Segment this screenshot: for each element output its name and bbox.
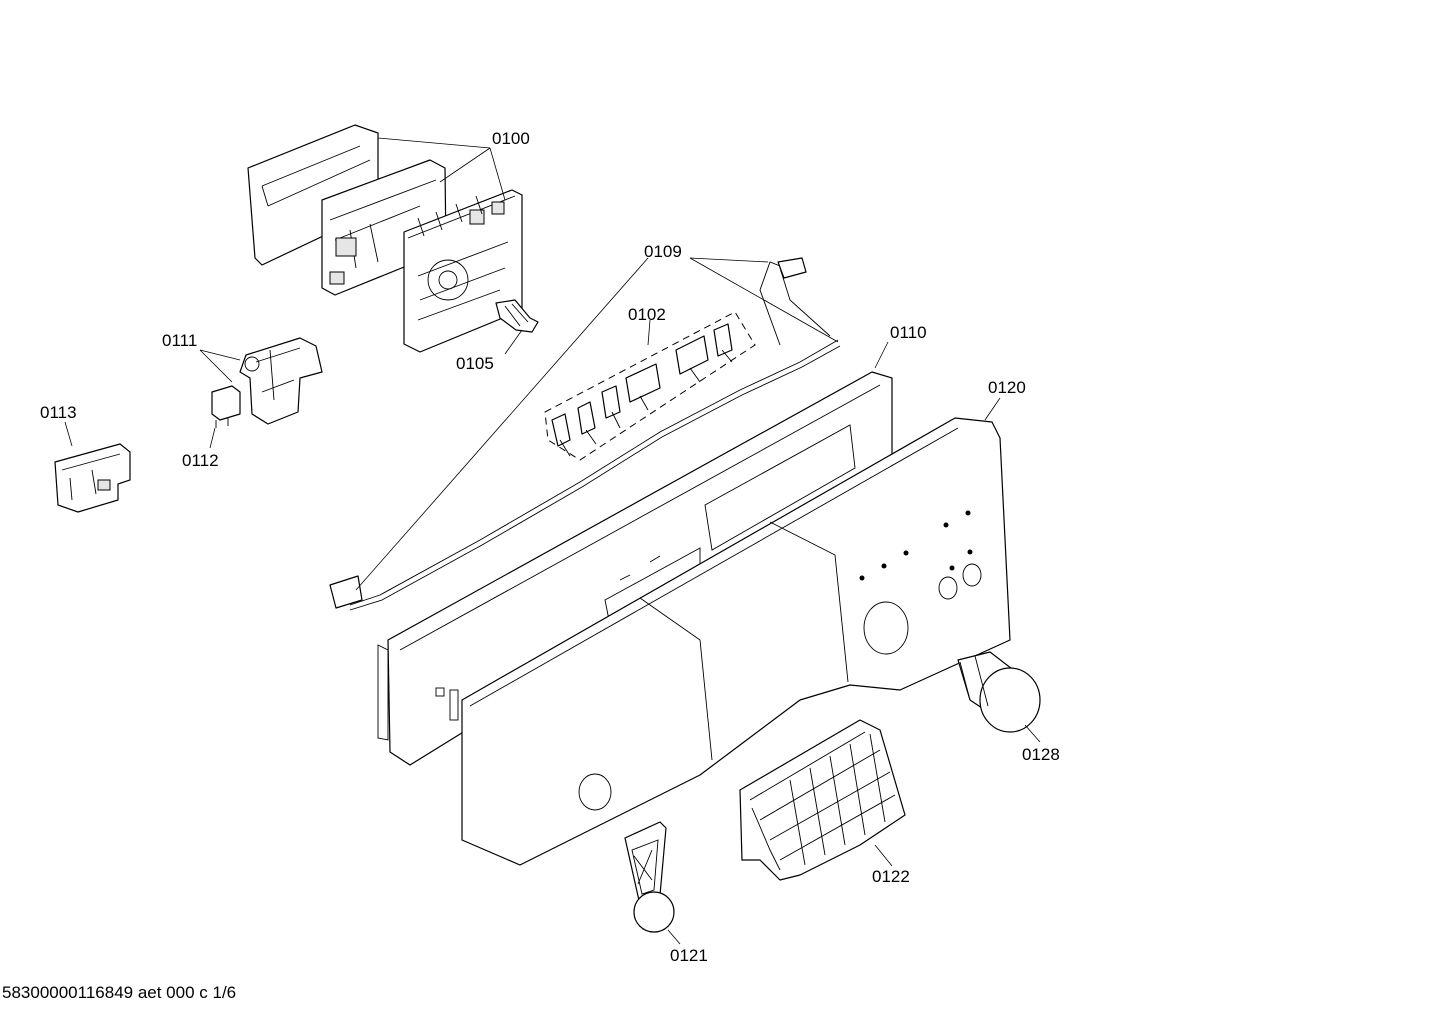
label-0109: 0109 — [644, 242, 682, 261]
label-0128: 0128 — [1022, 745, 1060, 764]
part-0110-panel-frame — [377, 371, 893, 766]
label-0111: 0111 — [162, 331, 197, 350]
leader-lines — [64, 137, 1041, 945]
label-0100: 0100 — [492, 129, 530, 148]
document-code: 58300000116849 aet 000 c 1/6 — [2, 983, 236, 1002]
label-0105: 0105 — [456, 354, 494, 373]
label-0112: 0112 — [182, 451, 219, 470]
part-0121-lever — [624, 821, 675, 933]
part-0120-front-panel — [461, 417, 1011, 866]
part-0128-knob — [957, 651, 1041, 733]
label-0122: 0122 — [872, 867, 910, 886]
part-labels: 0100 0109 0102 0110 0120 0111 0105 0113 … — [40, 129, 1060, 965]
label-0110: 0110 — [890, 323, 927, 342]
label-0120: 0120 — [988, 378, 1026, 397]
part-0122-dispenser-grille — [739, 719, 906, 881]
part-0100-control-module — [247, 124, 539, 353]
part-0113-connector-block — [54, 443, 131, 513]
part-0111-switch — [239, 337, 323, 425]
part-0112-relay — [211, 385, 241, 428]
part-0109-wiring-harness — [329, 257, 841, 611]
label-0113: 0113 — [40, 403, 77, 422]
part-0102-connector-set — [544, 311, 756, 461]
label-0121: 0121 — [670, 946, 708, 965]
label-0102: 0102 — [628, 305, 666, 324]
